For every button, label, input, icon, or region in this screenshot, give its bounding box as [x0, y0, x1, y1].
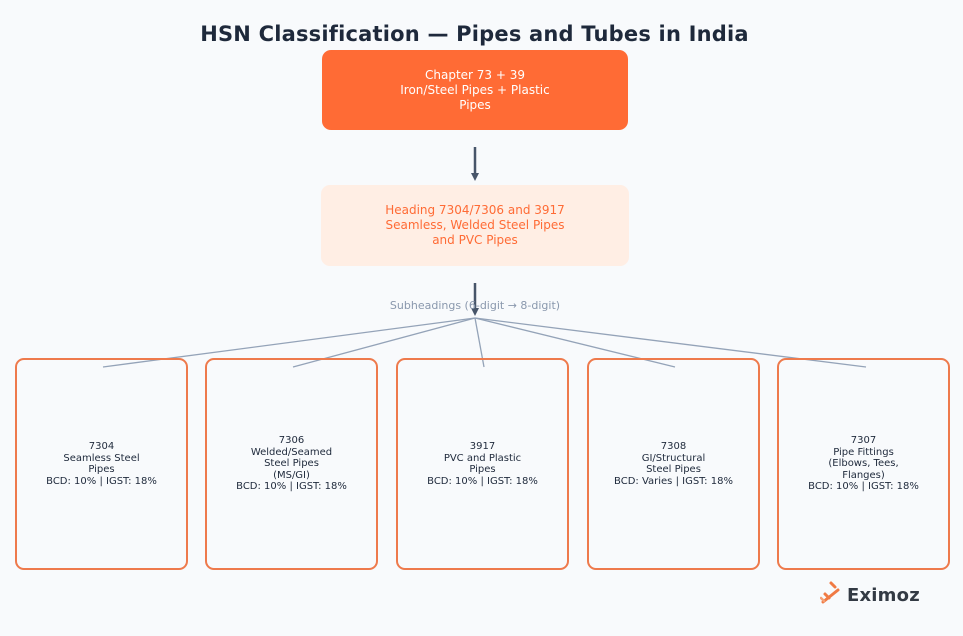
eximoz-logo: Eximoz [819, 580, 920, 610]
chapter-line: Iron/Steel Pipes + Plastic [400, 82, 550, 97]
subheadings-label: Subheadings (6-digit → 8-digit) [389, 299, 561, 312]
leaf-line: Steel Pipes [646, 464, 701, 475]
leaf-node-7304: 7304 Seamless Steel Pipes BCD: 10% | IGS… [15, 358, 188, 570]
leaf-duty: BCD: Varies | IGST: 18% [614, 475, 733, 487]
leaf-line: Pipes [88, 464, 115, 475]
heading-node-text: Heading 7304/7306 and 3917 Seamless, Wel… [370, 203, 580, 248]
leaf-line: (MS/GI) [273, 469, 310, 481]
leaf-code: 7304 [88, 441, 115, 452]
leaf-line: Seamless Steel [63, 452, 140, 464]
leaf-code: 3917 [469, 441, 496, 452]
eximoz-logo-text: Eximoz [847, 584, 920, 606]
leaf-node-7306: 7306 Welded/Seamed Steel Pipes (MS/GI) B… [205, 358, 378, 570]
leaf-code: 7308 [660, 441, 687, 452]
chapter-node-text: Chapter 73 + 39 Iron/Steel Pipes + Plast… [385, 68, 565, 113]
heading-line: Seamless, Welded Steel Pipes [385, 218, 565, 232]
leaf-node-text: 3917 PVC and Plastic Pipes BCD: 10% | IG… [408, 441, 558, 487]
chapter-line: Chapter 73 + 39 [424, 67, 525, 82]
heading-line: and PVC Pipes [432, 233, 518, 247]
leaf-duty: BCD: 10% | IGST: 18% [46, 475, 157, 487]
leaf-line: PVC and Plastic [443, 452, 522, 464]
leaf-node-text: 7306 Welded/Seamed Steel Pipes (MS/GI) B… [217, 435, 367, 493]
leaf-node-3917: 3917 PVC and Plastic Pipes BCD: 10% | IG… [396, 358, 569, 570]
leaf-line: GI/Structural [641, 452, 706, 464]
leaf-line: (Elbows, Tees, [828, 458, 899, 470]
leaf-code: 7307 [850, 435, 877, 447]
leaf-duty: BCD: 10% | IGST: 18% [236, 481, 347, 493]
leaf-duty: BCD: 10% | IGST: 18% [427, 475, 538, 487]
leaf-line: Steel Pipes [264, 458, 319, 470]
leaf-node-7307: 7307 Pipe Fittings (Elbows, Tees, Flange… [777, 358, 950, 570]
heading-line: Heading 7304/7306 and 3917 [385, 203, 565, 217]
leaf-node-text: 7307 Pipe Fittings (Elbows, Tees, Flange… [789, 435, 939, 493]
leaf-line: Welded/Seamed [250, 446, 333, 458]
leaf-line: Pipes [469, 464, 496, 475]
leaf-line: Flanges) [842, 469, 885, 481]
leaf-duty: BCD: 10% | IGST: 18% [808, 481, 919, 493]
leaf-node-7308: 7308 GI/Structural Steel Pipes BCD: Vari… [587, 358, 760, 570]
heading-node: Heading 7304/7306 and 3917 Seamless, Wel… [321, 185, 629, 266]
leaf-node-text: 7308 GI/Structural Steel Pipes BCD: Vari… [599, 441, 749, 487]
chapter-node: Chapter 73 + 39 Iron/Steel Pipes + Plast… [322, 50, 628, 130]
diagram-title: HSN Classification — Pipes and Tubes in … [200, 22, 749, 46]
leaf-node-text: 7304 Seamless Steel Pipes BCD: 10% | IGS… [27, 441, 177, 487]
leaf-code: 7306 [278, 435, 305, 447]
chapter-line: Pipes [459, 97, 491, 112]
leaf-line: Pipe Fittings [833, 446, 894, 458]
eximoz-logo-icon [819, 580, 842, 610]
